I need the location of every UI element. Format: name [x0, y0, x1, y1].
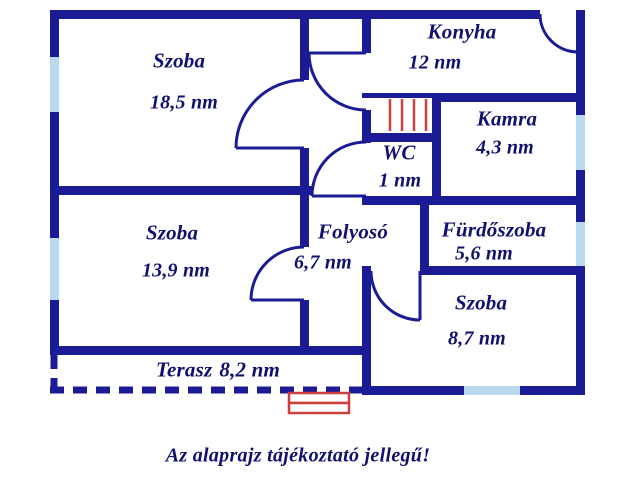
- room-label-szoba1-name: Szoba: [152, 48, 206, 73]
- room-label-terasz-name: Terasz: [155, 357, 213, 382]
- room-label-konyha-name: Konyha: [427, 19, 497, 44]
- wall-outer-left: [50, 10, 59, 355]
- room-label-szoba2-name: Szoba: [145, 220, 199, 245]
- window-right-bathroom: [576, 222, 585, 266]
- room-label-wc-name: WC: [382, 140, 416, 165]
- disclaimer-text: Az alaprajz tájékoztató jellegű!: [165, 444, 431, 467]
- wall-kitchen-left-bottom: [362, 110, 371, 143]
- room-label-wc-area: 1 nm: [378, 169, 422, 192]
- room-label-szoba2-area: 13,9 nm: [141, 259, 211, 282]
- room-label-terasz-area: 8,2 nm: [219, 357, 281, 382]
- wall-bedroom3-left: [362, 266, 371, 395]
- room-label-furdoszoba-name: Fürdőszoba: [441, 217, 547, 242]
- room-label-furdoszoba-area: 5,6 nm: [455, 242, 513, 265]
- door-arc-szoba2: [249, 245, 305, 301]
- wall-wc-bottom: [362, 196, 441, 205]
- wall-wc-top: [362, 133, 441, 142]
- wall-hall-left-top: [300, 19, 309, 80]
- room-label-szoba1-area: 18,5 nm: [149, 91, 219, 114]
- room-label-kamra-name: Kamra: [476, 106, 538, 131]
- terrace-step-upper: [287, 391, 351, 405]
- door-arc-szoba3: [369, 270, 421, 322]
- wall-hall-left-low: [300, 300, 309, 346]
- window-left-lower: [50, 238, 59, 300]
- door-arc-szoba1: [234, 78, 305, 149]
- room-label-folyoso-area: 6,7 nm: [294, 251, 352, 274]
- room-label-folyoso-name: Folyosó: [317, 219, 389, 244]
- window-left-upper: [50, 57, 59, 112]
- wall-between-left-rooms: [50, 186, 313, 195]
- wall-hall-left-mid: [300, 148, 309, 247]
- wall-stair-edge: [362, 93, 432, 98]
- terrace-step-lower: [287, 401, 351, 415]
- window-bottom-bedroom3: [464, 386, 520, 395]
- wall-bathroom-left: [420, 205, 429, 275]
- door-arc-wc: [310, 140, 367, 197]
- room-label-kamra-area: 4,3 nm: [476, 136, 534, 159]
- window-right-pantry: [576, 115, 585, 170]
- wall-terrace-top: [50, 346, 370, 355]
- wall-pantry-left: [432, 93, 441, 205]
- room-label-szoba3-area: 8,7 nm: [448, 327, 506, 350]
- room-label-szoba3-name: Szoba: [454, 290, 508, 315]
- door-arc-entry: [538, 13, 579, 54]
- wall-bathroom-bottom: [420, 266, 585, 275]
- door-arc-konyha: [307, 52, 367, 112]
- wall-kitchen-bottom: [432, 93, 576, 102]
- wall-bathroom-top: [424, 196, 585, 205]
- room-label-konyha-area: 12 nm: [408, 51, 462, 74]
- wall-kitchen-left-top: [362, 19, 371, 53]
- wall-outer-top: [50, 10, 540, 19]
